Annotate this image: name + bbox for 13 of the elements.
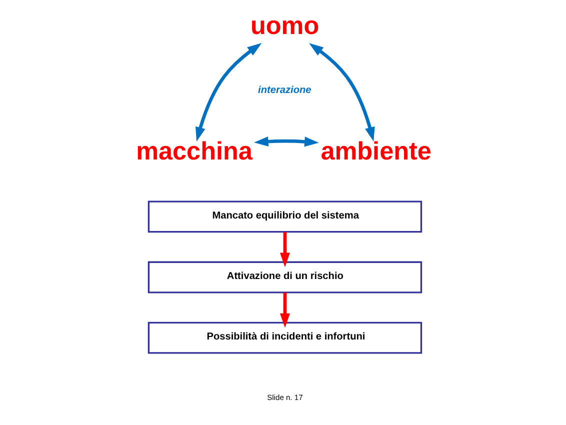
node-text: ambiente <box>320 138 431 166</box>
node-box: Possibilità di incidenti e infortuni <box>147 322 422 354</box>
node-box: Attivazione di un rischio <box>147 261 422 294</box>
arrow <box>279 292 290 328</box>
arrow <box>279 232 290 268</box>
arrow <box>253 136 318 147</box>
label: Slide n. 17 <box>266 393 302 402</box>
node-box: Mancato equilibrio del sistema <box>147 200 422 233</box>
node-text: macchina <box>136 138 252 166</box>
label: interazione <box>258 85 311 96</box>
arrow <box>308 43 374 142</box>
node-text: uomo <box>250 12 319 40</box>
arrow <box>195 42 262 142</box>
